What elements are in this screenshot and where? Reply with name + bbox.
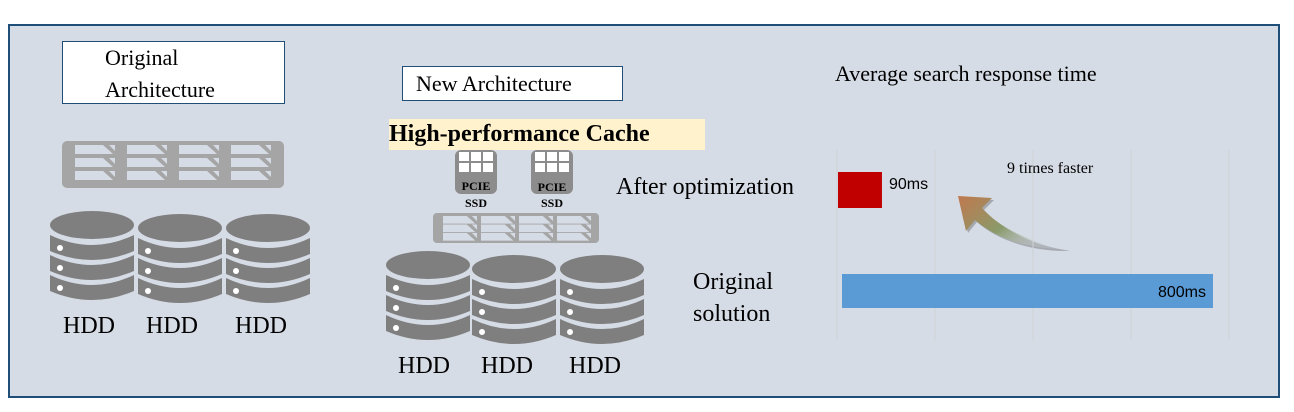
hdd-label: HDD xyxy=(569,353,621,379)
category-label-original-solution-line2: solution xyxy=(693,301,771,327)
data-label: 90ms xyxy=(889,176,928,193)
hdd-label: HDD xyxy=(481,353,533,379)
original-architecture-title-line2: Architecture xyxy=(105,77,215,102)
data-label: 800ms xyxy=(1158,284,1206,301)
bar-after-optimization xyxy=(838,172,882,208)
category-label-original-solution-line1: Original xyxy=(693,269,773,295)
hdd-label: HDD xyxy=(235,313,287,339)
ssd-label-bottom: SSD xyxy=(540,196,563,210)
category-label-after-optimization: After optimization xyxy=(616,174,794,200)
new-architecture-title: New Architecture xyxy=(416,71,572,96)
server-rack-icon xyxy=(62,141,284,188)
high-performance-cache-banner: High-performance Cache xyxy=(389,119,705,150)
bar-original-solution xyxy=(842,274,1213,308)
ssd-label-bottom: SSD xyxy=(464,196,487,210)
server-rack-icon xyxy=(433,213,599,243)
original-architecture-title-box: Original Architecture xyxy=(62,41,285,104)
hdd-label: HDD xyxy=(63,313,115,339)
curved-arrow-up-icon xyxy=(958,196,1070,252)
hdd-label: HDD xyxy=(146,313,198,339)
speedup-annotation: 9 times faster xyxy=(1007,160,1094,177)
ssd-label-top: PCIE xyxy=(461,179,491,193)
hdd-label: HDD xyxy=(398,353,450,379)
chart-title: Average search response time xyxy=(835,61,1097,86)
new-architecture-title-box: New Architecture xyxy=(402,66,623,101)
ssd-label-top: PCIE xyxy=(537,180,567,194)
original-architecture-title-line1: Original xyxy=(105,45,179,70)
